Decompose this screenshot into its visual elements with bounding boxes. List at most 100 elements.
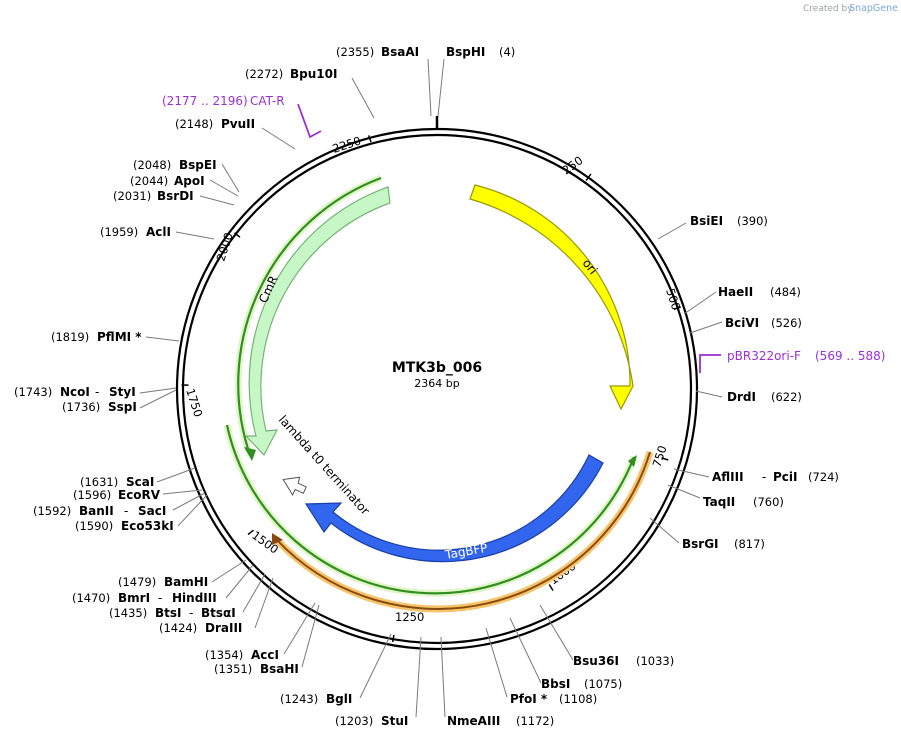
site-bamhi-name: BamHI [164, 575, 208, 589]
ori-arrow [469, 184, 634, 411]
site-btsi-btsai[interactable]: (1435) BtsI - BtsαI [109, 606, 236, 620]
orange-band-line [275, 451, 651, 610]
site-bsrdi[interactable]: (2031) BsrDI [113, 189, 194, 203]
site-bsiei[interactable]: BsiEI (390) [690, 214, 768, 228]
orange-band-arrowhead [272, 533, 283, 545]
site-acli[interactable]: (1959) AclI [100, 225, 171, 239]
site-ncoi-styi[interactable]: (1743) NcoI - StyI [14, 385, 136, 399]
site-bsrgi[interactable]: BsrGI (817) [682, 537, 765, 551]
leader-stui [415, 636, 422, 718]
plasmid-size: 2364 bp [414, 377, 459, 390]
site-drdi-pos: (622) [771, 390, 802, 404]
leader-drdi [695, 390, 723, 398]
orange-band-feature[interactable] [272, 450, 654, 613]
site-bsaai[interactable]: (2355) BsaAI [336, 45, 419, 59]
site-leaders [139, 58, 723, 718]
site-drdi-name: DrdI [727, 390, 756, 404]
leader-apoi [209, 179, 239, 197]
site-bamhi[interactable]: (1479) BamHI [118, 575, 208, 589]
site-sspi[interactable]: (1736) SspI [62, 400, 137, 414]
site-bsahi-pos: (1351) [214, 662, 252, 676]
leader-eco53ki [177, 494, 208, 527]
site-haeii-name: HaeII [718, 285, 753, 299]
site-acli-pos: (1959) [100, 225, 138, 239]
leader-bsrdi [199, 195, 235, 206]
site-pflmi[interactable]: (1819) PflMI * [51, 330, 142, 344]
site-acli-name: AclI [146, 225, 171, 239]
site-haeii[interactable]: HaeII (484) [718, 285, 801, 299]
primer-cat-r[interactable]: (2177 .. 2196) CAT-R [162, 94, 322, 139]
site-stui-name: StuI [381, 714, 408, 728]
leader-bamhi [211, 559, 247, 583]
site-acci[interactable]: (1354) AccI [205, 648, 279, 662]
site-stui[interactable]: (1203) StuI [335, 714, 408, 728]
site-bbsi[interactable]: BbsI (1075) [541, 677, 622, 691]
site-bgli[interactable]: (1243) BglI [280, 692, 352, 706]
leader-pfoi [485, 627, 508, 698]
site-bgli-name: BglI [326, 692, 352, 706]
site-taqii[interactable]: TaqII (760) [703, 495, 784, 509]
tick-mark-750 [661, 457, 669, 461]
site-btsi-dash: - [189, 606, 193, 620]
backbone [175, 116, 699, 651]
site-pvuii[interactable]: (2148) PvuII [175, 117, 255, 131]
ori-feature[interactable]: ori [469, 184, 634, 411]
site-bcivi[interactable]: BciVI (526) [725, 316, 802, 330]
site-apoi-pos: (2044) [130, 174, 168, 188]
site-afliii-pos: (724) [808, 470, 839, 484]
primer-pbr322ori-f-name: pBR322ori-F [727, 349, 801, 363]
site-acci-pos: (1354) [205, 648, 243, 662]
site-bcivi-pos: (526) [771, 316, 802, 330]
primer-cat-r-range: (2177 .. 2196) [162, 94, 248, 108]
leader-ncoi [139, 387, 177, 394]
site-bsrgi-pos: (817) [734, 537, 765, 551]
cmr-band-feature[interactable] [234, 174, 383, 461]
tick-label-1750: 1750 [183, 387, 205, 419]
terminator-marker [282, 476, 307, 496]
cmr-gene-feature[interactable]: CmR [244, 186, 391, 457]
leader-acci [283, 602, 316, 655]
site-scai-name: ScaI [126, 475, 154, 489]
site-banii-pos: (1592) [33, 504, 71, 518]
site-bsrgi-name: BsrGI [682, 537, 719, 551]
site-pfoi[interactable]: PfoI * (1108) [510, 692, 597, 706]
leader-pflmi [145, 336, 180, 342]
site-ecorv-name: EcoRV [118, 488, 161, 502]
site-bsahi-name: BsaHI [260, 662, 299, 676]
site-pfoi-name: PfoI * [510, 692, 548, 706]
site-bspei[interactable]: (2048) BspEI [133, 158, 217, 172]
site-ecorv[interactable]: (1596) EcoRV [73, 488, 161, 502]
site-bsu36i[interactable]: Bsu36I (1033) [573, 654, 674, 668]
site-eco53ki[interactable]: (1590) Eco53kI [75, 519, 174, 533]
primer-cat-r-name: CAT-R [250, 94, 285, 108]
tick-mark-250 [585, 173, 592, 182]
site-btsai-name: BtsαI [201, 606, 236, 620]
primer-pbr322ori-f[interactable]: pBR322ori-F (569 .. 588) [699, 349, 885, 373]
site-nmeaiii[interactable]: NmeAIII (1172) [447, 714, 554, 728]
terminator-feature[interactable]: lambda t0 terminator [276, 413, 373, 518]
site-sspi-pos: (1736) [62, 400, 100, 414]
leader-sspi [139, 389, 177, 409]
site-afliii-name: AflIII [712, 470, 744, 484]
site-bmri-hindiii[interactable]: (1470) BmrI - HindIII [72, 591, 217, 605]
site-scai[interactable]: (1631) ScaI [80, 475, 154, 489]
site-btsi-name: BtsI [155, 606, 182, 620]
site-bsphi[interactable]: BspHI (4) [446, 45, 515, 59]
green-band-feature[interactable] [223, 424, 638, 597]
site-stui-pos: (1203) [335, 714, 373, 728]
site-bgli-pos: (1243) [280, 692, 318, 706]
tagbfp-feature[interactable]: TagBFP [304, 454, 604, 563]
site-bsrdi-pos: (2031) [113, 189, 151, 203]
site-apoi[interactable]: (2044) ApoI [130, 174, 205, 188]
site-bmri-dash: - [158, 591, 162, 605]
site-drdi[interactable]: DrdI (622) [727, 390, 802, 404]
site-bpu10i[interactable]: (2272) Bpu10I [245, 67, 337, 81]
site-banii-saci[interactable]: (1592) BanII - SacI [33, 504, 166, 518]
leader-taqii [667, 484, 701, 499]
plasmid-title-block: MTK3b_006 2364 bp [392, 360, 482, 390]
site-bsahi[interactable]: (1351) BsaHI [214, 662, 299, 676]
site-afliii-pcii[interactable]: AflIII - PciI (724) [712, 470, 839, 484]
site-draiii[interactable]: (1424) DraIII [159, 621, 242, 635]
tick-mark-1500 [247, 529, 254, 536]
